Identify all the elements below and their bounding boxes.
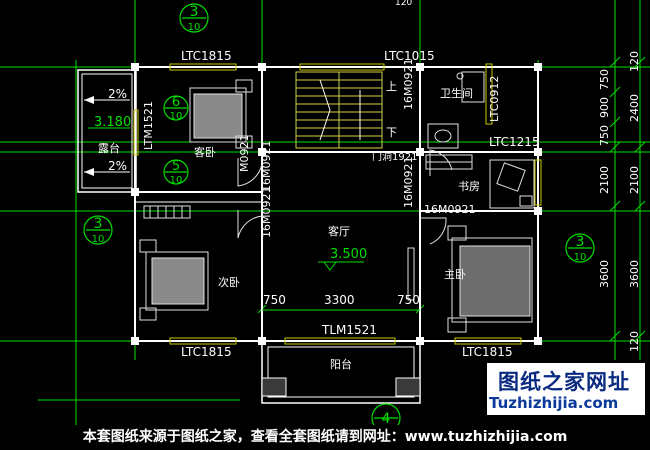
door-label-d5: 16M0921 [402, 59, 415, 110]
dim-right-inner-4: 2100 [598, 166, 611, 194]
dim-bottom-2: 3300 [324, 293, 355, 307]
axis-marker-top-sub: 10 [188, 22, 201, 33]
dim-right-inner-1: 750 [598, 69, 611, 90]
stair-up-label: 上 [386, 80, 397, 93]
door-label-d1: M0921 [238, 135, 251, 173]
room-label-terrace: 露台 [98, 141, 120, 155]
room-label-balcony: 阳台 [330, 357, 352, 371]
window-label-w3: LTC1215 [489, 135, 540, 149]
door-label-d7: 门洞1921 [372, 150, 417, 163]
level-living: 3.500 [330, 247, 367, 262]
second-bed [139, 205, 209, 321]
window-label-w2: LTC1015 [384, 49, 435, 63]
walls [134, 66, 539, 342]
axis-marker-bedroom-a-sub: 10 [170, 111, 183, 122]
axis-bubbles [83, 3, 595, 433]
door-label-d4: 16M0921 [402, 157, 415, 208]
top-fragment-label: 120 [395, 0, 412, 8]
dim-right-inner-2: 900 [598, 97, 611, 118]
room-label-bath: 卫生间 [440, 86, 473, 100]
window-label-w6: LTC0912 [488, 76, 501, 122]
level-markers [88, 127, 364, 271]
balcony [261, 340, 421, 404]
brand-watermark-box [487, 363, 645, 415]
stairs [295, 71, 383, 149]
level-terrace: 3.180 [94, 115, 131, 130]
axis-marker-bedroom-a: 6 [172, 95, 180, 110]
dim-right-inner-5: 3600 [598, 260, 611, 288]
window-label-w5: LTC1815 [462, 345, 513, 359]
study-furniture [489, 159, 535, 209]
window-label-w1: LTC1815 [181, 49, 232, 63]
window-label-w8: TLM1521 [321, 323, 377, 337]
brand-watermark-url: Tuzhizhijia.com [489, 394, 619, 412]
door-label-d6: 16M0921 [424, 203, 475, 216]
door-label-d2: 16M0921 [260, 141, 273, 192]
terrace [77, 69, 137, 193]
dim-right-outer-4: 3600 [628, 260, 641, 288]
stair-down-label: 下 [386, 126, 397, 139]
door-label-d3: 16M0921 [260, 187, 273, 238]
axis-marker-right-sub: 10 [574, 252, 587, 263]
window-label-w7: LTM1521 [142, 101, 155, 150]
footer-source-note: 本套图纸来源于图纸之家，查看全套图纸请到网址：www.tuzhizhijia.c… [0, 425, 650, 450]
guest-bed [189, 79, 253, 149]
axis-marker-left: 3 [94, 216, 103, 232]
room-label-study: 书房 [458, 180, 480, 193]
door-swings [237, 149, 453, 245]
dim-right-outer-1: 120 [628, 51, 641, 72]
axis-marker-bottom: 4 [382, 411, 391, 427]
columns [131, 63, 542, 345]
slope-label-1: 2% [108, 87, 127, 101]
dim-right-outer-5: 120 [628, 331, 641, 352]
windows [133, 63, 542, 345]
axis-marker-top: 3 [190, 4, 199, 20]
axis-marker-right: 3 [576, 234, 585, 250]
dim-right-inner-3: 750 [598, 125, 611, 146]
room-label-living: 客厅 [328, 224, 350, 238]
room-label-master: 主卧 [444, 268, 466, 281]
window-label-w4: LTC1815 [181, 345, 232, 359]
room-label-second: 次卧 [218, 275, 240, 289]
axis-marker-bedroom-b: 5 [172, 159, 180, 174]
dim-bottom-3: 750 [397, 293, 420, 307]
slope-label-2: 2% [108, 159, 127, 173]
brand-watermark-title: 图纸之家网址 [498, 370, 630, 394]
dim-bottom-1: 750 [263, 293, 286, 307]
dim-right-outer-2: 2400 [628, 94, 641, 122]
axis-marker-left-sub: 10 [92, 234, 105, 245]
room-label-guest: 客卧 [194, 145, 216, 159]
dim-right-outer-3: 2100 [628, 166, 641, 194]
axis-marker-bedroom-b-sub: 10 [170, 175, 183, 186]
master-bed [407, 225, 533, 333]
